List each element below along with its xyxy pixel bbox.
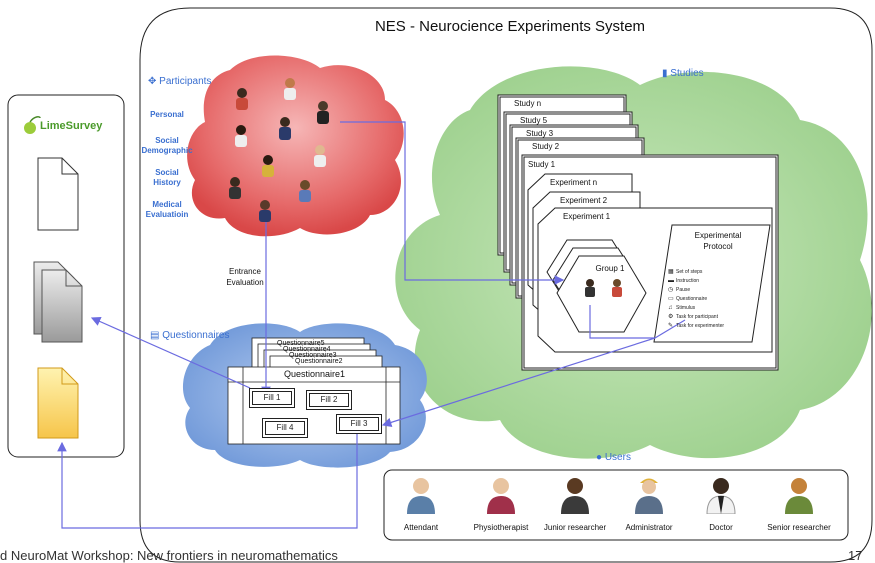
doctor-avatar-icon bbox=[706, 478, 736, 515]
user-senior-researcher: Senior researcher bbox=[754, 474, 844, 532]
user-physiotherapist: Physiotherapist bbox=[456, 474, 546, 532]
category-personal: Personal bbox=[150, 110, 184, 119]
fill-2-button[interactable]: Fill 2 bbox=[306, 390, 352, 410]
study-label: Study 5 bbox=[520, 116, 548, 125]
entrance-evaluation-label: Entrance Evaluation bbox=[226, 267, 264, 287]
protocol-item: ▦Set of steps bbox=[668, 269, 703, 275]
participants-icon: ✥ bbox=[148, 76, 157, 87]
flow-arrows bbox=[57, 121, 686, 529]
studies-icon: ▮ bbox=[662, 68, 668, 79]
page-number: 17 bbox=[848, 548, 863, 563]
protocol-item: ◷Pause bbox=[668, 287, 691, 293]
group-label: Group 1 bbox=[595, 264, 625, 273]
user-label: Junior researcher bbox=[543, 523, 607, 532]
questionnaire-icon: ▭ bbox=[668, 296, 674, 302]
pause-icon: ◷ bbox=[668, 287, 674, 293]
nes-frame bbox=[139, 7, 873, 563]
experiment-label: Experiment 1 bbox=[563, 212, 611, 221]
user-label: Administrator bbox=[625, 523, 673, 532]
participants-cloud bbox=[187, 55, 404, 237]
document-icons bbox=[33, 157, 83, 439]
study-label: Study 3 bbox=[526, 129, 554, 138]
protocol-list: ▦Set of steps ▬Instruction ◷Pause ▭Quest… bbox=[668, 268, 724, 331]
protocol-item: ▭Questionnaire bbox=[668, 296, 708, 302]
wrench-icon: ✎ bbox=[668, 323, 674, 329]
user-doctor: Doctor bbox=[676, 474, 766, 532]
questionnaire-icon: ▤ bbox=[150, 330, 160, 341]
attendant-avatar-icon bbox=[407, 478, 435, 514]
participants-section-label: ✥ Participants bbox=[148, 76, 212, 87]
fill-1-button[interactable]: Fill 1 bbox=[249, 388, 295, 408]
headphones-icon: ♫ bbox=[668, 305, 673, 311]
physiotherapist-avatar-icon bbox=[487, 478, 515, 514]
user-label: Senior researcher bbox=[767, 523, 831, 532]
user-administrator: Administrator bbox=[604, 474, 694, 532]
category-medical-evaluation: Medical Evaluatioin bbox=[145, 200, 189, 219]
limesurvey-logo: LimeSurvey bbox=[40, 120, 103, 132]
page-title: NES - Neurocience Experiments System bbox=[374, 18, 646, 35]
senior-researcher-avatar-icon bbox=[785, 478, 813, 514]
user-attendant: Attendant bbox=[376, 474, 466, 532]
protocol-item: ♫Stimulus bbox=[668, 305, 696, 311]
protocol-item: ⚙Task for participant bbox=[668, 314, 718, 320]
studies-section-label: ▮ Studies bbox=[662, 68, 704, 79]
junior-researcher-avatar-icon bbox=[561, 478, 589, 514]
protocol-item: ▬Instruction bbox=[668, 278, 700, 284]
experiment-label: Experiment 2 bbox=[560, 196, 608, 205]
user-icon: ● bbox=[596, 452, 603, 463]
user-junior-researcher: Junior researcher bbox=[530, 474, 620, 532]
fill-4-button[interactable]: Fill 4 bbox=[262, 418, 308, 438]
questionnaire-stack-label: Questionnaire2 bbox=[295, 358, 343, 365]
protocol-title: Experimental Protocol bbox=[694, 231, 742, 251]
category-social-demographic: Social Demographic bbox=[141, 136, 193, 155]
user-label: Doctor bbox=[709, 523, 733, 532]
message-icon: ▬ bbox=[668, 278, 674, 284]
gear-icon: ⚙ bbox=[668, 314, 674, 320]
administrator-avatar-icon bbox=[635, 478, 663, 514]
user-label: Physiotherapist bbox=[473, 523, 529, 532]
questionnaire-stack-label: Questionnaire3 bbox=[289, 352, 337, 359]
study-label: Study n bbox=[514, 99, 542, 108]
protocol-item: ✎Task for experimenter bbox=[668, 323, 725, 329]
footer-text: d NeuroMat Workshop: New frontiers in ne… bbox=[0, 548, 338, 563]
protocol-shape bbox=[653, 224, 771, 343]
questionnaires-section-label: ▤ Questionnaires bbox=[150, 330, 230, 341]
list-icon: ▦ bbox=[668, 269, 674, 275]
study-label: Study 2 bbox=[532, 142, 560, 151]
user-label: Attendant bbox=[403, 523, 439, 532]
users-section-label: ● Users bbox=[596, 452, 631, 463]
questionnaire-stack-label: Questionnaire5 bbox=[277, 340, 325, 347]
questionnaire-stack-label: Questionnaire4 bbox=[283, 346, 331, 353]
category-social-history: Social History bbox=[153, 168, 181, 187]
experiment-label: Experiment n bbox=[550, 178, 598, 187]
fill-3-button[interactable]: Fill 3 bbox=[336, 414, 382, 434]
study-label: Study 1 bbox=[528, 160, 556, 169]
lime-logo bbox=[24, 122, 36, 134]
questionnaire-main-title: Questionnaire1 bbox=[283, 369, 346, 379]
